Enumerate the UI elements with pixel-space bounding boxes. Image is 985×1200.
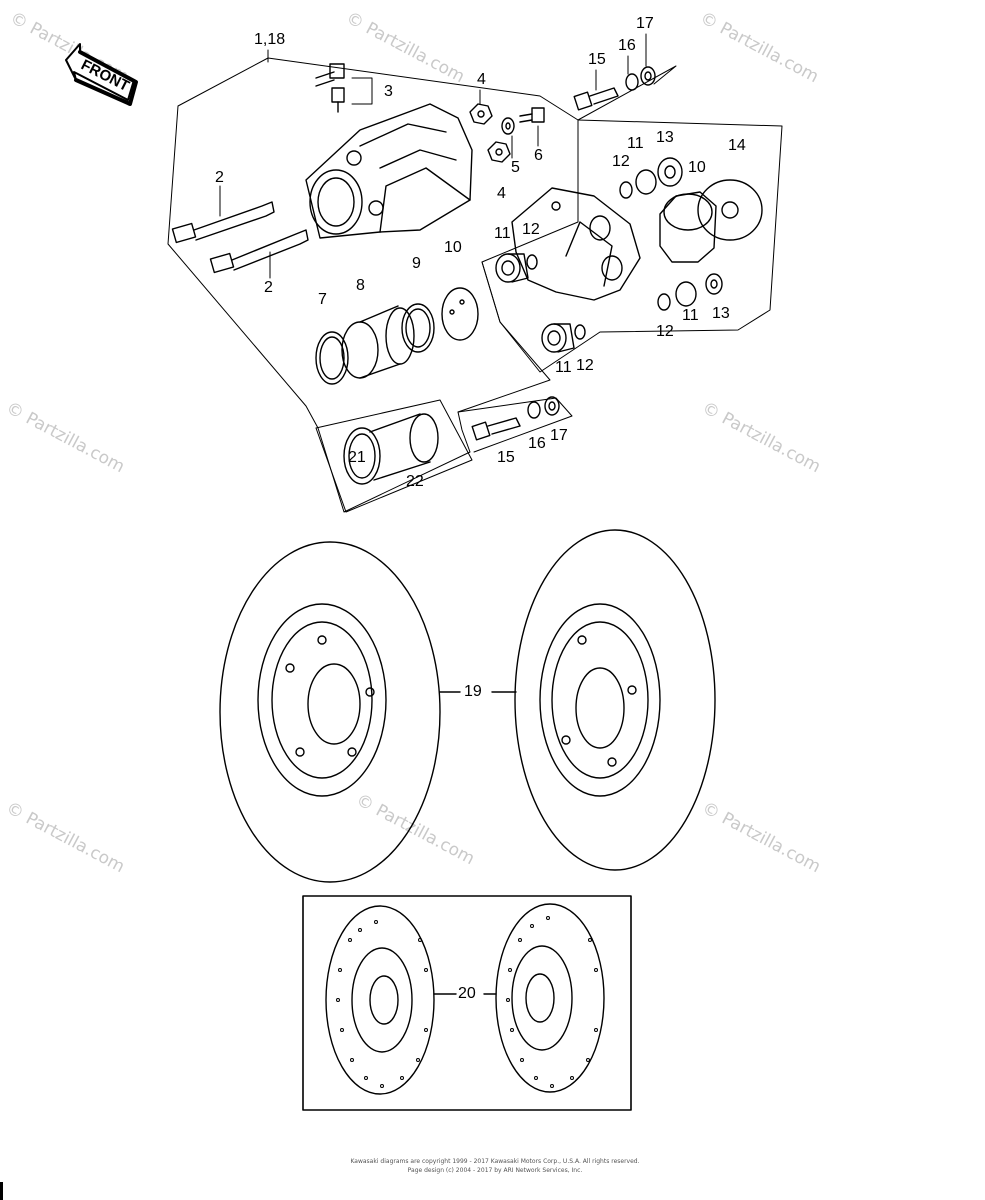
- callout-label: 2: [264, 279, 273, 296]
- callout-label: 17: [636, 15, 654, 32]
- bushing: [541, 323, 575, 353]
- callout-label: 16: [618, 37, 636, 54]
- callout-label: 7: [318, 291, 327, 308]
- bracket-bolt: [573, 66, 656, 111]
- nut: [487, 141, 511, 163]
- caliper-group-outline: [167, 57, 579, 513]
- copyright-footer: Page design (c) 2004 - 2017 by ARI Netwo…: [407, 1167, 583, 1174]
- callout-label: 11: [682, 307, 699, 324]
- bushing: [657, 273, 723, 311]
- circlip: [574, 324, 586, 340]
- brake-pad: [441, 287, 479, 341]
- bolt-group-outline: [457, 397, 573, 453]
- caliper-bolt: [209, 229, 309, 274]
- shim-plate: [697, 179, 763, 241]
- callout-label: 15: [497, 449, 515, 466]
- callout-label: 11: [627, 135, 644, 152]
- bushing: [495, 253, 529, 283]
- callout-label: 1,18: [254, 31, 286, 48]
- copyright-footer: Kawasaki diagrams are copyright 1999 - 2…: [350, 1158, 640, 1165]
- callout-label: 15: [588, 51, 606, 68]
- bracket-group-outline: [481, 65, 783, 373]
- seal-ring: [315, 331, 349, 385]
- seal-kit: [343, 413, 439, 485]
- callout-label: 14: [728, 137, 746, 154]
- callout-label: 10: [688, 159, 706, 176]
- callout-label: 4: [477, 71, 486, 88]
- callout-label: 3: [384, 83, 393, 100]
- callout-label: 16: [528, 435, 546, 452]
- caliper-bolt: [171, 201, 275, 244]
- dust-seal: [401, 303, 435, 353]
- callout-label: 21: [348, 449, 366, 466]
- callout-label: 12: [656, 323, 674, 340]
- seal-kit-outline: [315, 399, 473, 513]
- callout-label: 11: [555, 359, 572, 376]
- leader-line: [351, 77, 373, 105]
- bleed-bolt: [519, 107, 545, 123]
- callout-label: 8: [356, 277, 365, 294]
- page-edge-mark: [0, 1182, 3, 1200]
- brake-disc: [219, 541, 441, 883]
- front-arrow-badge: [65, 43, 138, 106]
- circlip: [526, 254, 538, 270]
- drilled-disc: [495, 903, 605, 1093]
- callout-label: 2: [215, 169, 224, 186]
- washer: [501, 117, 515, 135]
- callout-label: 17: [550, 427, 568, 444]
- drilled-disc: [325, 905, 435, 1095]
- callout-label: 13: [656, 129, 674, 146]
- callout-label: 5: [511, 159, 520, 176]
- callout-label: 11: [494, 225, 511, 242]
- callout-label: 4: [497, 185, 506, 202]
- leader-line: [219, 33, 647, 279]
- piston: [341, 305, 415, 379]
- callout-label: 6: [534, 147, 543, 164]
- callout-label: 9: [412, 255, 421, 272]
- bushing: [619, 157, 683, 199]
- bushing: [589, 215, 623, 281]
- bleeder-valve: [315, 63, 345, 113]
- callout-label: 12: [576, 357, 594, 374]
- disc-kit-box: [302, 895, 632, 1111]
- caliper-body: [305, 103, 473, 239]
- caliper-bracket: [511, 187, 641, 301]
- nut: [469, 103, 493, 125]
- callout-label: 22: [406, 473, 424, 490]
- callout-label: 19: [464, 683, 482, 700]
- bracket-bolt: [471, 396, 560, 441]
- callout-label: 13: [712, 305, 730, 322]
- callout-label: 20: [458, 985, 476, 1002]
- callout-label: 12: [522, 221, 540, 238]
- callout-label: 12: [612, 153, 630, 170]
- brake-disc: [514, 529, 716, 871]
- brake-pad: [659, 191, 717, 263]
- callout-label: 10: [444, 239, 462, 256]
